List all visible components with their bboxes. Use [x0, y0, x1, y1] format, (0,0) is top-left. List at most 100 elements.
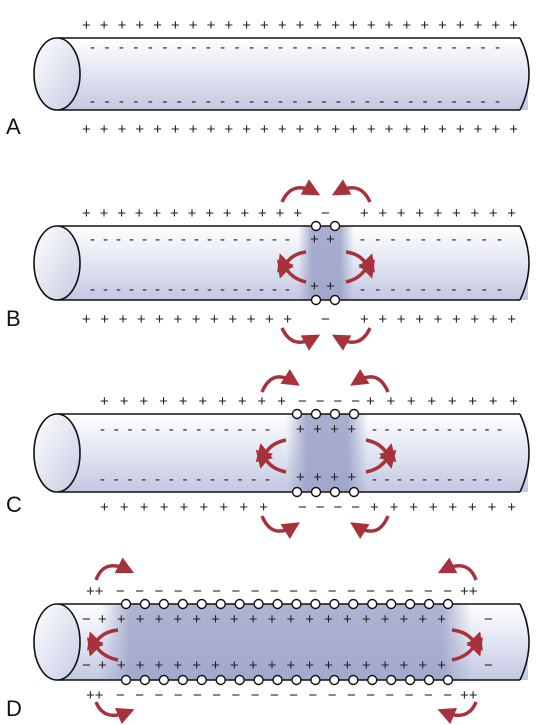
open-channel [404, 598, 416, 610]
open-channel [177, 598, 189, 610]
outer-top-charges-center: − − − − − − − − − − − − − − − − − − [116, 583, 452, 600]
open-channel [404, 674, 416, 686]
local-current-arrows [255, 368, 397, 540]
current-arrow [255, 443, 287, 474]
current-arrow [350, 368, 390, 393]
open-channel [272, 598, 283, 610]
outer-top-charges-left: ++ [86, 583, 104, 600]
open-channel [234, 674, 245, 686]
current-arrow [260, 368, 300, 393]
panel-d: ++ − − − − − − − − − − − − − − − − − − +… [6, 557, 530, 725]
open-channel [423, 674, 435, 686]
current-arrow [345, 253, 375, 284]
open-channel [253, 674, 264, 686]
inner-top-charges-left: ------------- [100, 421, 270, 438]
open-channel [348, 674, 359, 686]
outer-top-charges-center: − − − − [298, 393, 360, 410]
outer-top-charges-right: +++++++++ [360, 205, 516, 222]
open-channel [385, 674, 397, 686]
open-channel [310, 598, 321, 610]
outer-bottom-charges-left: ++ [86, 687, 104, 704]
outer-bottom-charges-right: +++++++++ [360, 311, 516, 328]
open-channel [442, 598, 454, 610]
open-channel [291, 408, 303, 420]
inner-bottom-charges: ----------------------------- [90, 93, 500, 110]
inner-bottom-charges-left: ------------- [100, 471, 270, 488]
current-arrow [277, 253, 307, 284]
outer-bottom-charges-left: ++++++++++++ [82, 311, 292, 328]
depolarized-region [286, 414, 368, 492]
depolarized-region [100, 604, 472, 680]
open-channel [348, 408, 360, 420]
open-channel [367, 598, 378, 610]
local-current-arrows [87, 557, 483, 725]
open-channel [442, 674, 454, 686]
current-arrow [87, 631, 119, 662]
current-arrow [260, 515, 300, 540]
open-channel [158, 598, 170, 610]
inner-bottom-charge-center: + [310, 278, 319, 295]
open-channels [291, 408, 360, 498]
current-arrow [280, 179, 321, 203]
open-channel [139, 598, 151, 610]
panel-label: A [6, 114, 21, 139]
open-channel [120, 674, 132, 686]
depolarized-region [298, 226, 354, 300]
inner-top-charge-center: + [310, 231, 319, 248]
open-channel [329, 486, 341, 498]
outer-bottom-charges-left: +++++++++ [100, 499, 268, 516]
inner-top-charge-left: − [82, 611, 91, 628]
inner-bottom-charge-right: − [484, 657, 493, 674]
open-channel [158, 674, 170, 686]
current-arrow [280, 327, 321, 351]
open-channel [177, 674, 189, 686]
axon-end [519, 225, 530, 301]
open-channel [291, 486, 303, 498]
open-channels [120, 598, 454, 686]
panel-label: D [6, 696, 22, 721]
outer-top-charges-left: +++++++++++++ [82, 205, 302, 222]
current-arrow [331, 179, 372, 203]
panel-label: C [6, 492, 22, 517]
panel-a: +++++++++++++++++++++++++ --------------… [6, 17, 530, 139]
open-channel [234, 598, 245, 610]
local-current-arrows [277, 179, 375, 351]
current-arrow [94, 701, 135, 725]
open-channel [196, 674, 207, 686]
open-channel [348, 486, 360, 498]
outer-bottom-charges-center: − − − − − − − − − − − − − − − − − − [116, 687, 452, 704]
axon-cap [33, 225, 81, 301]
open-channel [253, 598, 264, 610]
outer-top-charge-center: − [321, 205, 330, 222]
axon-body [58, 38, 528, 110]
inner-top-charges-center: + + + + + + + + + + + + + + + + + + + [98, 611, 446, 628]
open-channel [310, 408, 322, 420]
open-channel [215, 598, 226, 610]
open-channel [385, 598, 397, 610]
axon-end [519, 603, 530, 681]
outer-bottom-charges-right: ++++++++ [370, 499, 516, 516]
open-channel [120, 598, 132, 610]
outer-top-charges-right: ++++++++ [366, 393, 518, 410]
open-channel [423, 598, 435, 610]
open-channel [329, 408, 341, 420]
open-channel [310, 486, 322, 498]
inner-bottom-charges-center: + + + + + + + + + + + + + + + + + + + [98, 657, 446, 674]
current-arrow [437, 557, 478, 581]
panel-label: B [6, 306, 21, 331]
outer-bottom-charges: +++++++++++++++++++++++++ [82, 121, 518, 138]
axon-cap [33, 603, 81, 681]
open-channel [329, 220, 341, 232]
open-channel [329, 294, 341, 306]
open-channel [215, 674, 226, 686]
open-channel [291, 674, 302, 686]
inner-top-charge-center-2: + [326, 231, 335, 248]
outer-bottom-charges-right: ++ [460, 687, 478, 704]
open-channel [329, 598, 340, 610]
inner-bottom-charge-center-2: + [326, 278, 335, 295]
outer-top-charges-right: ++ [460, 583, 478, 600]
open-channel [272, 674, 283, 686]
outer-top-charges-left: ++++++++++ [100, 393, 286, 410]
axon-cap [33, 37, 81, 111]
